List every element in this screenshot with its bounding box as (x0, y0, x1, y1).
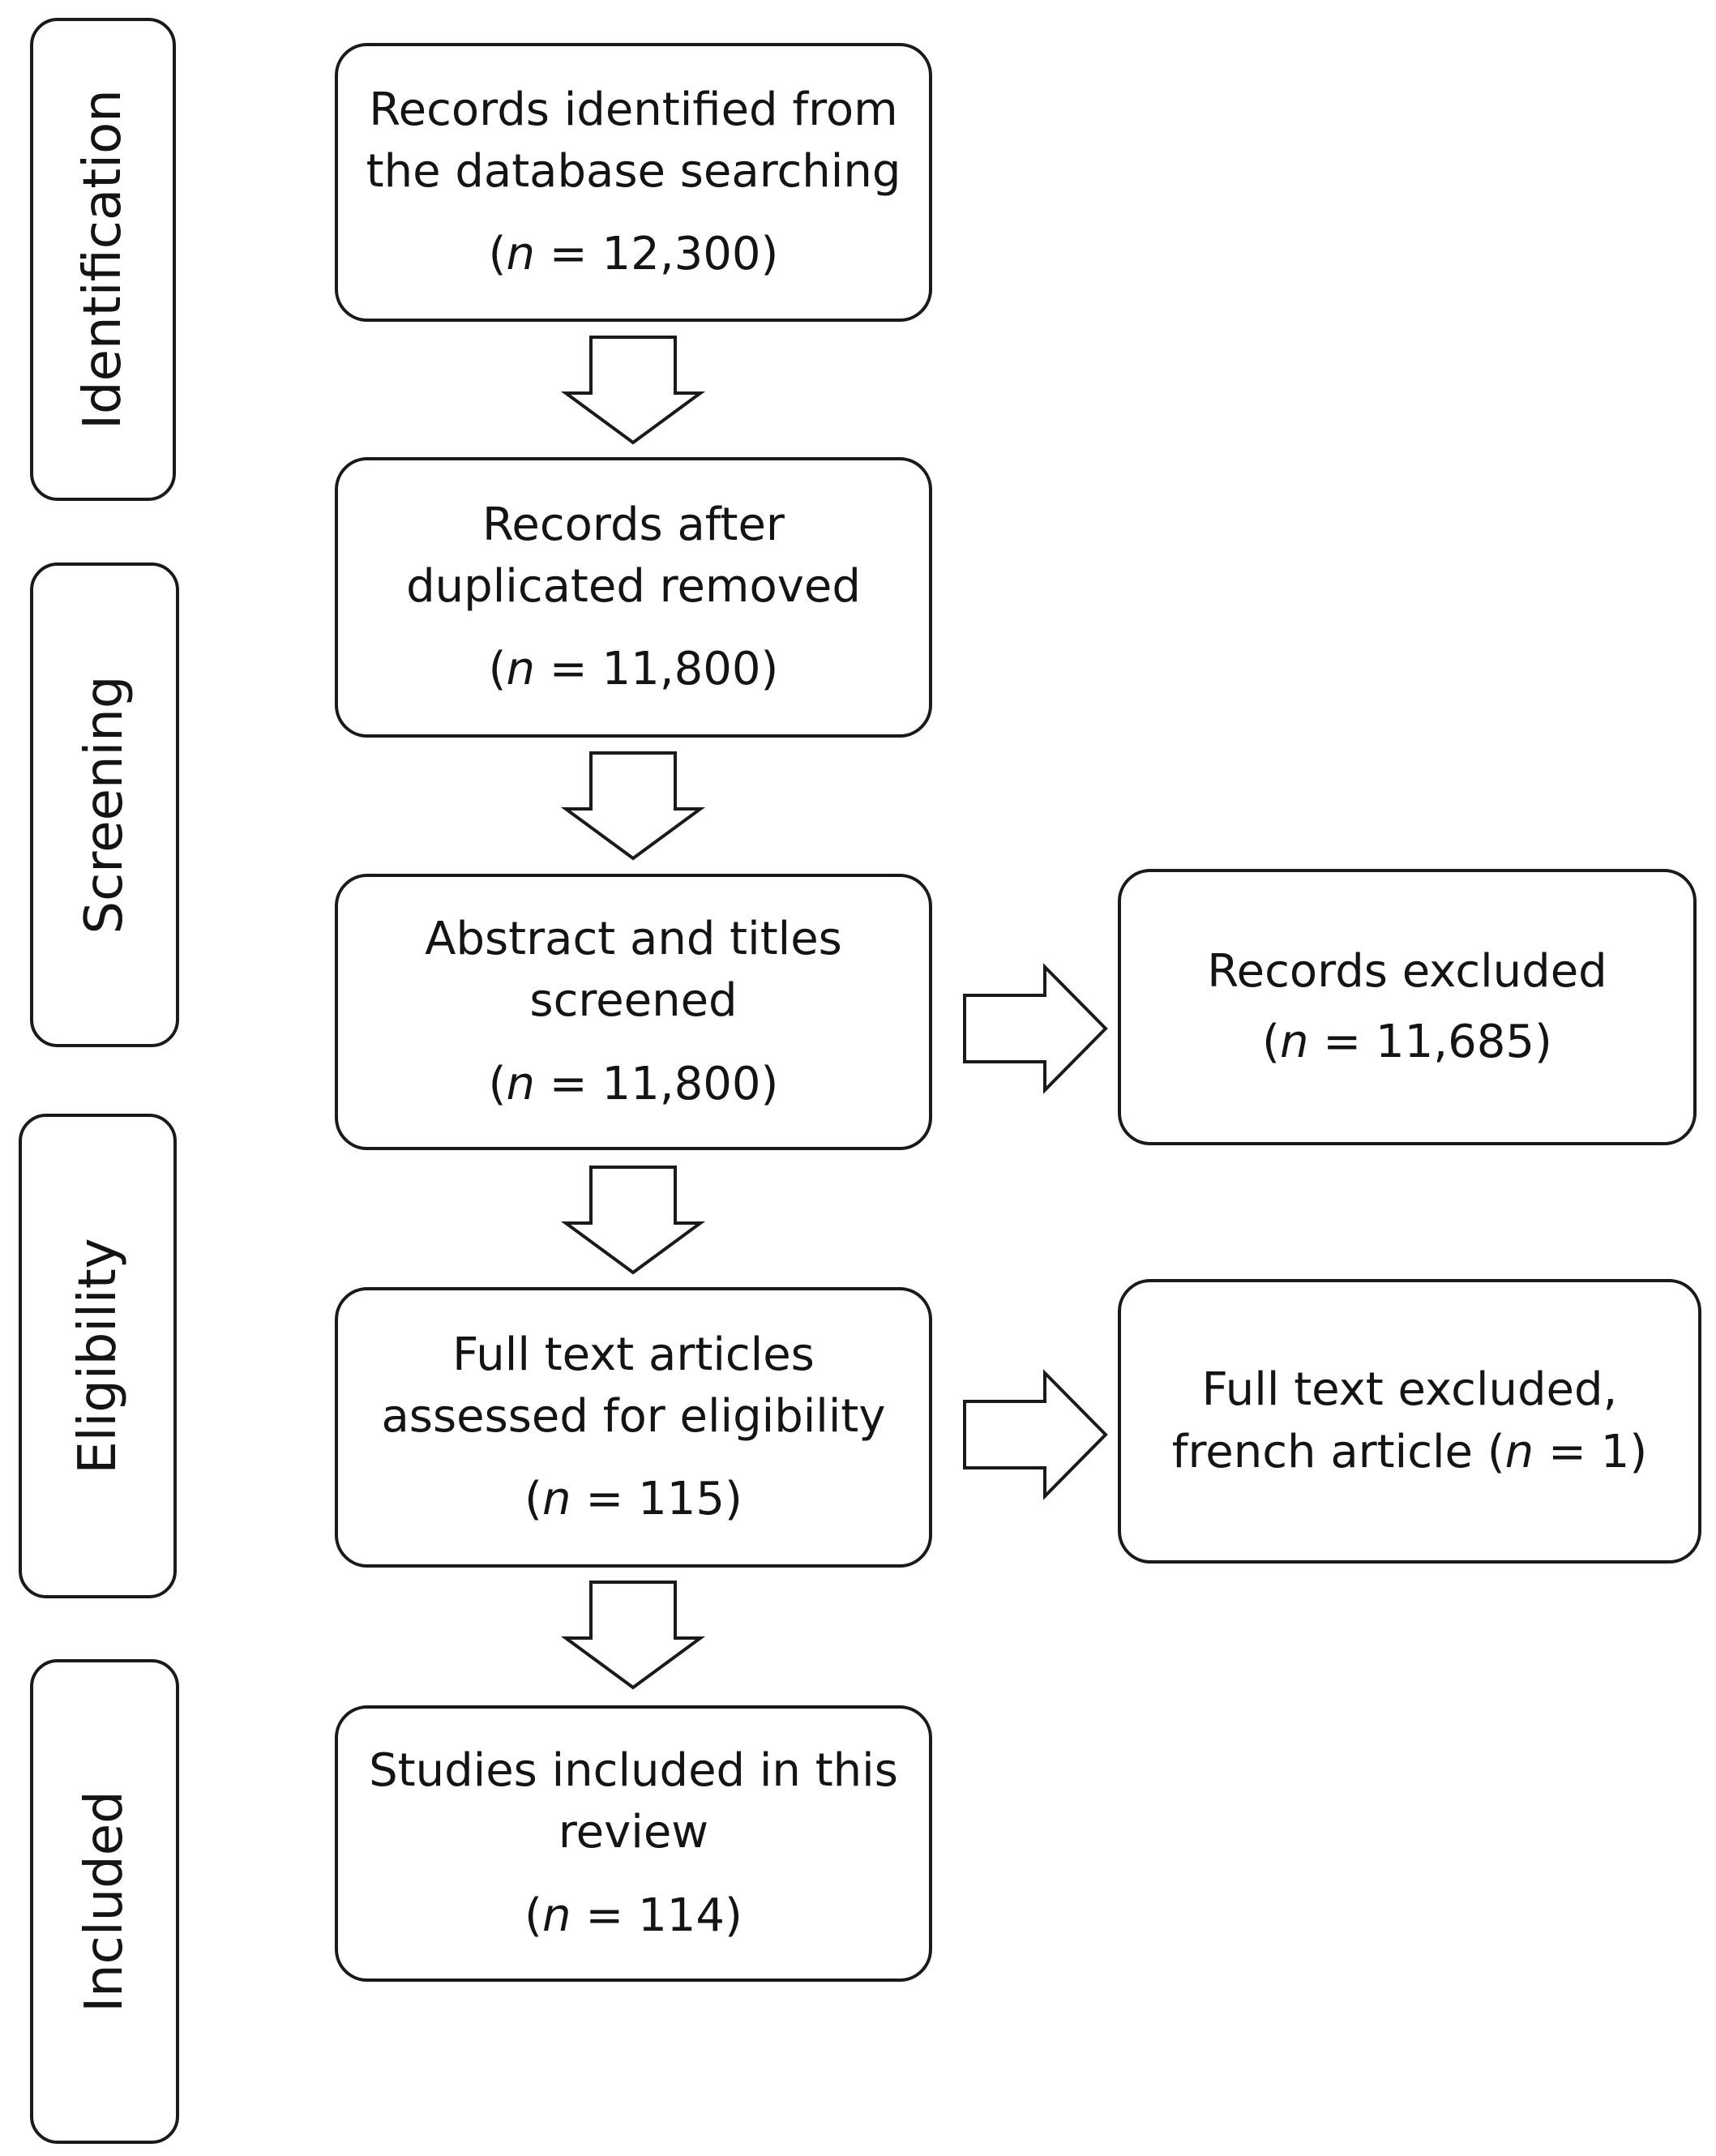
count-close: ) (724, 1889, 742, 1942)
box-line: Studies included in this (369, 1744, 898, 1798)
down-arrow-2 (560, 751, 706, 861)
box-line: assessed for eligibility (381, 1389, 886, 1443)
count-value: 11,800 (601, 643, 761, 696)
count-close: ) (724, 1473, 742, 1526)
stage-screening-label: Screening (75, 675, 135, 935)
count-open: ( (1487, 1425, 1505, 1478)
count-close: ) (1629, 1425, 1648, 1478)
count-variable: n (506, 1057, 536, 1110)
count-value: 115 (638, 1473, 725, 1526)
stage-identification-label: Identification (73, 89, 133, 430)
box-count: (n = 12,300) (489, 224, 779, 285)
box-line-with-count: french article (n = 1) (1172, 1422, 1647, 1483)
fulltext-assessed-box: Full text articles assessed for eligibil… (335, 1287, 932, 1568)
count-open: ( (524, 1473, 543, 1526)
count-open: ( (488, 228, 507, 281)
box-line: Records identified from (369, 83, 898, 136)
records-identified-box: Records identified from the database sea… (335, 43, 932, 322)
box-count: (n = 11,800) (489, 639, 779, 700)
count-value: 11,685 (1376, 1015, 1534, 1068)
count-equals: = (1308, 1015, 1376, 1068)
count-value: 12,300 (601, 228, 761, 281)
count-close: ) (760, 643, 779, 696)
count-close: ) (760, 1057, 779, 1110)
count-open: ( (488, 643, 507, 696)
stage-identification: Identification (30, 18, 176, 501)
box-line: duplicated removed (406, 559, 861, 613)
right-arrow-2 (963, 1369, 1108, 1500)
records-deduplicated-box: Records after duplicated removed (n = 11… (335, 457, 932, 738)
count-equals: = (535, 1057, 602, 1110)
count-value: 11,800 (601, 1057, 761, 1110)
box-line-text: french article (1171, 1425, 1473, 1478)
stage-included: Included (30, 1659, 179, 2144)
stage-screening: Screening (30, 563, 179, 1047)
count-close: ) (760, 228, 779, 281)
box-line: screened (529, 974, 738, 1028)
box-count: (n = 11,800) (489, 1054, 779, 1115)
count-variable: n (1280, 1015, 1309, 1068)
count-open: ( (1262, 1015, 1280, 1068)
studies-included-box: Studies included in this review (n = 114… (335, 1705, 932, 1982)
down-arrow-1 (560, 336, 706, 445)
count-variable: n (1504, 1425, 1534, 1478)
right-arrow-1 (963, 963, 1108, 1094)
count-close: ) (1534, 1015, 1552, 1068)
box-line: review (558, 1806, 709, 1859)
box-count: (n = 114) (524, 1885, 742, 1947)
box-count: (n = 1) (1487, 1426, 1647, 1478)
count-variable: n (506, 228, 536, 281)
count-variable: n (506, 643, 536, 696)
box-line: Records after (482, 498, 785, 551)
abstract-screened-box: Abstract and titles screened (n = 11,800… (335, 874, 932, 1150)
box-line: Abstract and titles (425, 913, 842, 966)
count-value: 114 (638, 1889, 725, 1942)
count-equals: = (571, 1889, 639, 1942)
records-excluded-box: Records excluded (n = 11,685) (1118, 869, 1697, 1145)
down-arrow-3 (560, 1166, 706, 1275)
count-equals: = (1534, 1425, 1601, 1478)
count-equals: = (535, 228, 602, 281)
stage-eligibility: Eligibility (19, 1114, 177, 1598)
box-line: Full text excluded, (1201, 1363, 1618, 1417)
count-open: ( (524, 1889, 543, 1942)
count-variable: n (542, 1889, 571, 1942)
stage-included-label: Included (75, 1790, 135, 2013)
fulltext-excluded-box: Full text excluded, french article (n = … (1118, 1279, 1701, 1564)
count-open: ( (488, 1057, 507, 1110)
count-variable: n (542, 1473, 571, 1526)
box-count: (n = 115) (524, 1469, 742, 1530)
down-arrow-4 (560, 1581, 706, 1690)
stage-eligibility-label: Eligibility (67, 1238, 128, 1474)
box-line: Full text articles (452, 1328, 815, 1381)
box-line: Records excluded (1207, 945, 1607, 999)
count-equals: = (571, 1473, 639, 1526)
count-equals: = (535, 643, 602, 696)
box-count: (n = 11,685) (1262, 1012, 1552, 1073)
count-value: 1 (1600, 1425, 1630, 1478)
box-line: the database searching (366, 144, 901, 198)
